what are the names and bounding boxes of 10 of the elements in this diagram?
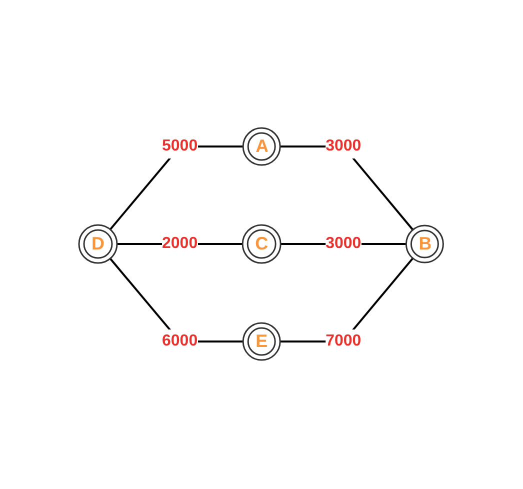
- node-circle: C: [242, 224, 282, 264]
- edge-label: 5000: [162, 138, 198, 155]
- node-circle: B: [406, 225, 444, 264]
- node-circle: D: [78, 224, 118, 264]
- edge-label: 6000: [162, 333, 198, 350]
- edge-label: 2000: [162, 236, 198, 252]
- edge-label: 7000: [326, 333, 362, 350]
- node-circle: E: [242, 322, 282, 362]
- edge-label: 3000: [326, 236, 362, 252]
- edge-label: 3000: [326, 138, 362, 155]
